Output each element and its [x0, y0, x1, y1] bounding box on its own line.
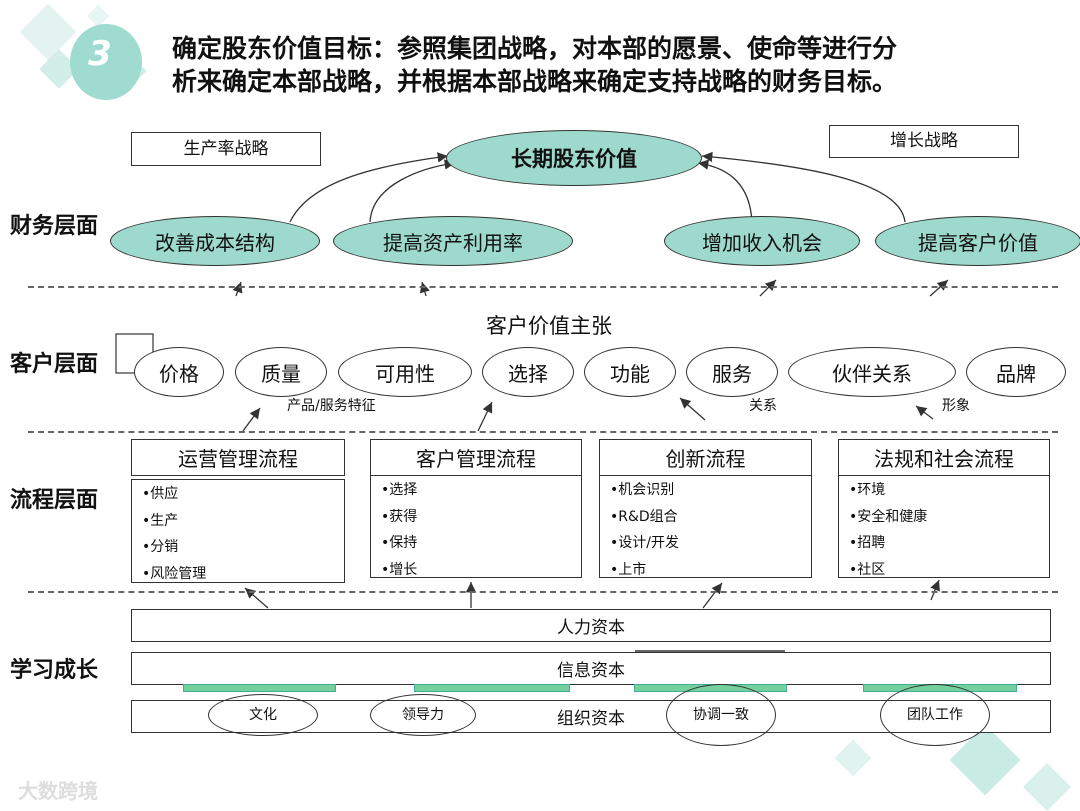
productivity-strategy-box: 生产率战略	[131, 132, 321, 166]
customer-item-choice: 选择	[482, 347, 574, 397]
org-element-alignment: 协调一致	[666, 684, 776, 746]
list-item: •供应	[142, 486, 179, 502]
customer-item-quality: 质量	[235, 347, 327, 397]
list-item: •生产	[142, 512, 179, 529]
list-item: •安全和健康	[849, 508, 928, 525]
goal-revenue-opportunity: 增加收入机会	[664, 216, 860, 266]
list-item: •上市	[610, 561, 647, 578]
list-item: •设计/开发	[610, 535, 679, 551]
arrow-up	[759, 279, 777, 297]
customer-item-price: 价格	[134, 347, 224, 397]
layer-process: 流程层面	[10, 488, 99, 513]
org-element-leadership: 领导力	[370, 694, 476, 736]
process-innovation-list: •机会识别 •R&D组合 •设计/开发 •上市	[599, 475, 812, 578]
list-item: •选择	[381, 482, 418, 498]
list-item: •分销	[142, 539, 179, 555]
title-line-1: 确定股东价值目标：参照集团战略，对本部的愿景、使命等进行分	[172, 34, 898, 63]
arrow-up	[930, 579, 940, 601]
list-item: •社区	[849, 561, 886, 578]
section-number: 3	[88, 34, 112, 74]
org-element-culture: 文化	[208, 694, 318, 736]
arrow-up	[915, 405, 934, 420]
goal-cost-structure: 改善成本结构	[110, 216, 320, 266]
customer-item-service: 服务	[686, 347, 778, 397]
arrow-up	[232, 281, 243, 297]
list-item: •R&D组合	[610, 508, 678, 525]
arrow-up	[477, 401, 493, 432]
list-item: •招聘	[849, 535, 886, 551]
group-label-image: 形象	[942, 398, 970, 414]
goal-asset-utilization: 提高资产利用率	[333, 216, 573, 266]
arrow-customer-to-top	[701, 151, 906, 223]
list-item: •保持	[381, 535, 418, 551]
customer-item-brand: 品牌	[966, 347, 1066, 397]
page-title: 确定股东价值目标：参照集团战略，对本部的愿景、使命等进行分 析来确定本部战略，并…	[172, 32, 1052, 98]
goal-customer-value: 提高客户价值	[875, 216, 1080, 266]
process-regulatory-title: 法规和社会流程	[838, 439, 1050, 476]
arrow-revenue-to-top	[697, 159, 753, 223]
org-element-teamwork: 团队工作	[880, 684, 990, 746]
separator-customer	[28, 431, 1058, 433]
separator-financial	[28, 286, 1058, 288]
customer-item-availability: 可用性	[338, 347, 472, 397]
arrow-cost-to-top	[289, 152, 449, 223]
list-item: •机会识别	[610, 482, 675, 498]
arrow-up	[679, 397, 706, 421]
process-innovation-title: 创新流程	[599, 439, 812, 476]
title-line-2: 析来确定本部战略，并根据本部战略来确定支持战略的财务目标。	[172, 67, 898, 96]
growth-strategy-box: 增长战略	[829, 125, 1019, 158]
group-label-product: 产品/服务特征	[287, 398, 376, 414]
process-operations-list: •供应 •生产 •分销 •风险管理	[131, 479, 345, 583]
long-term-shareholder-value: 长期股东价值	[446, 130, 702, 186]
list-item: •风险管理	[142, 565, 207, 582]
arrow-asset-to-top	[369, 159, 456, 223]
list-item: •获得	[381, 508, 418, 525]
section-number-badge	[70, 24, 142, 100]
arrow-up	[929, 279, 949, 297]
green-connector-bar	[183, 684, 336, 692]
process-customer-list: •选择 •获得 •保持 •增长	[370, 475, 582, 578]
group-label-relationship: 关系	[749, 398, 777, 414]
information-capital-bar: 信息资本	[131, 652, 1051, 685]
separator-process	[28, 591, 1058, 593]
list-item: •环境	[849, 482, 886, 498]
layer-customer: 客户层面	[10, 352, 99, 377]
process-regulatory-list: •环境 •安全和健康 •招聘 •社区	[838, 475, 1050, 578]
arrow-up	[419, 281, 430, 297]
process-operations-title: 运营管理流程	[131, 439, 345, 476]
arrow-up	[242, 407, 261, 432]
process-customer-title: 客户管理流程	[370, 439, 582, 476]
customer-item-partnership: 伙伴关系	[788, 347, 956, 397]
list-item: •增长	[381, 561, 418, 578]
customer-item-function: 功能	[584, 347, 676, 397]
human-capital-bar: 人力资本	[131, 609, 1051, 642]
arrow-up	[702, 582, 723, 609]
green-connector-bar	[414, 684, 570, 692]
layer-financial: 财务层面	[10, 214, 99, 239]
customer-value-proposition-title: 客户价值主张	[486, 314, 612, 338]
organization-capital-label: 组织资本	[557, 709, 625, 729]
layer-learning: 学习成长	[10, 658, 99, 683]
watermark: 大数跨境	[18, 779, 98, 803]
